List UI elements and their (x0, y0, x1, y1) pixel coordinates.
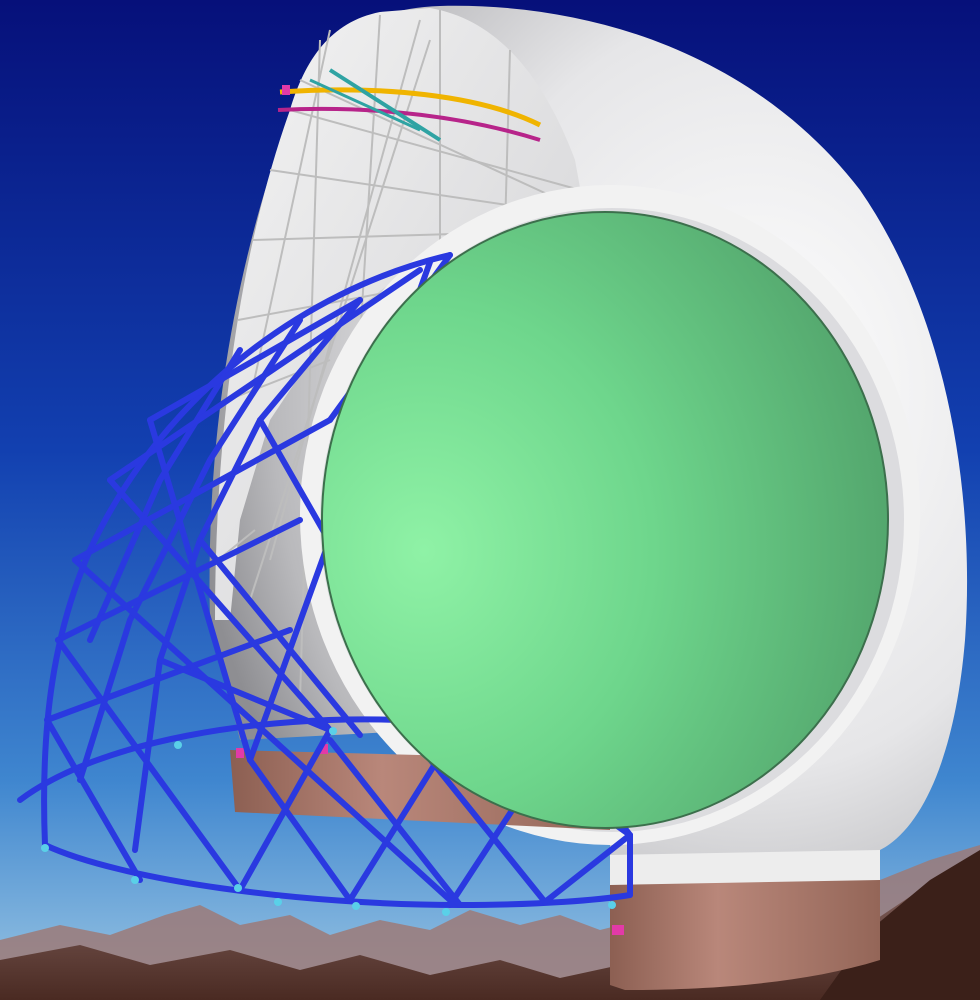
frame-markers (41, 727, 616, 916)
shutter-mechanism (277, 68, 542, 142)
aperture-cover-icon (321, 211, 889, 829)
